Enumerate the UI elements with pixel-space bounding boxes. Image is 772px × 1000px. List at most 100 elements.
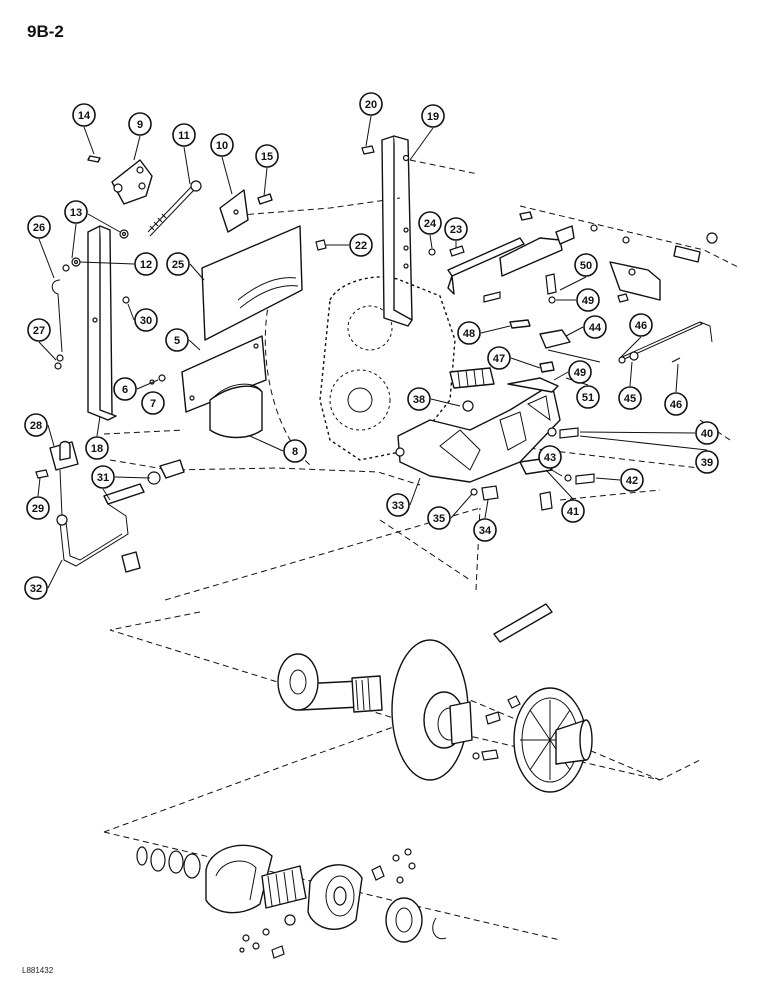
callout-26: 26 [27, 215, 51, 239]
callout-12: 12 [134, 252, 158, 276]
variable-sheave [391, 639, 473, 781]
upper-right-brackets [447, 211, 718, 304]
leader-lines [37, 115, 708, 589]
callout-number: 32 [30, 583, 42, 595]
callout-number: 19 [427, 111, 439, 123]
callout-number: 5 [174, 335, 180, 347]
cover-plate [181, 335, 267, 413]
callout-number: 14 [78, 110, 91, 122]
callout-number: 47 [493, 353, 505, 365]
callout-number: 43 [544, 452, 556, 464]
callout-number: 42 [626, 475, 638, 487]
callout-number: 49 [574, 367, 586, 379]
callout-number: 34 [479, 525, 492, 537]
callout-number: 40 [701, 428, 713, 440]
callout-39: 39 [695, 450, 719, 474]
bottom-assembly [136, 844, 447, 959]
callout-number: 18 [91, 443, 103, 455]
callout-27: 27 [27, 318, 51, 342]
callout-number: 8 [292, 446, 298, 458]
callout-31: 31 [91, 465, 115, 489]
long-key-shaft [493, 603, 553, 643]
callout-number: 50 [580, 260, 592, 272]
callout-number: 30 [140, 315, 152, 327]
callout-49: 49 [568, 360, 592, 384]
callout-number: 10 [216, 140, 228, 152]
callout-38: 38 [407, 387, 431, 411]
gearbox-bracket [395, 377, 595, 511]
page-label: 9B-2 [27, 22, 64, 41]
callout-14: 14 [72, 103, 96, 127]
lever-assembly [509, 319, 713, 373]
callout-9: 9 [128, 112, 152, 136]
callout-35: 35 [427, 506, 451, 530]
spoked-hub [472, 687, 593, 793]
callout-number: 24 [424, 218, 437, 230]
callout-number: 26 [33, 222, 45, 234]
callout-10: 10 [210, 133, 234, 157]
callout-33: 33 [386, 493, 410, 517]
callout-number: 20 [365, 99, 377, 111]
callout-number: 7 [150, 398, 156, 410]
callout-13: 13 [64, 200, 88, 224]
callout-number: 46 [670, 399, 682, 411]
callout-labels: 14 9 11 10 15 20 19 13 26 12 25 22 24 23 50 49 30 27 5 48 44… [24, 92, 719, 600]
callout-number: 13 [70, 207, 82, 219]
callout-32: 32 [24, 576, 48, 600]
callout-number: 33 [392, 500, 404, 512]
callout-42: 42 [620, 468, 644, 492]
callout-number: 48 [463, 328, 475, 340]
callout-46: 46 [664, 392, 688, 416]
callout-28: 28 [24, 413, 48, 437]
fasteners [62, 145, 465, 385]
callout-number: 39 [701, 457, 713, 469]
callout-number: 9 [137, 119, 143, 131]
callout-number: 44 [589, 322, 602, 334]
input-shaft [449, 367, 495, 389]
callout-number: 25 [172, 259, 184, 271]
callout-number: 15 [261, 151, 273, 163]
callout-50: 50 [574, 253, 598, 277]
callout-46: 46 [629, 313, 653, 337]
callout-43: 43 [538, 445, 562, 469]
callout-number: 28 [30, 420, 42, 432]
callout-24: 24 [418, 211, 442, 235]
callout-number: 51 [582, 392, 594, 404]
callout-number: 31 [97, 472, 109, 484]
drive-shaft [277, 653, 383, 713]
upper-left-hardware [87, 155, 273, 237]
callout-8: 8 [283, 439, 307, 463]
callout-18: 18 [85, 436, 109, 460]
callout-number: 23 [450, 224, 462, 236]
callout-number: 22 [355, 240, 367, 252]
callout-49: 49 [576, 288, 600, 312]
callout-15: 15 [255, 144, 279, 168]
callout-34: 34 [473, 518, 497, 542]
vertical-bracket-left [87, 225, 117, 421]
vertical-bracket-right [381, 135, 413, 327]
callout-number: 35 [433, 513, 445, 525]
callout-30: 30 [134, 308, 158, 332]
callout-44: 44 [583, 315, 607, 339]
callout-number: 11 [178, 130, 190, 142]
callout-23: 23 [444, 217, 468, 241]
callout-47: 47 [487, 346, 511, 370]
hook-rod [51, 279, 64, 370]
callout-number: 27 [33, 325, 45, 337]
callout-number: 12 [140, 259, 152, 271]
shield [209, 383, 263, 439]
guard-plate [201, 225, 303, 341]
figure-id: L881432 [22, 966, 54, 975]
callout-5: 5 [165, 328, 189, 352]
callout-number: 46 [635, 320, 647, 332]
callout-40: 40 [695, 421, 719, 445]
callout-number: 45 [624, 393, 636, 405]
chain-drive-housing [319, 276, 456, 461]
callout-number: 41 [567, 506, 579, 518]
callout-51: 51 [576, 385, 600, 409]
callout-7: 7 [141, 391, 165, 415]
callout-20: 20 [359, 92, 383, 116]
callout-number: 29 [32, 503, 44, 515]
callout-41: 41 [561, 499, 585, 523]
